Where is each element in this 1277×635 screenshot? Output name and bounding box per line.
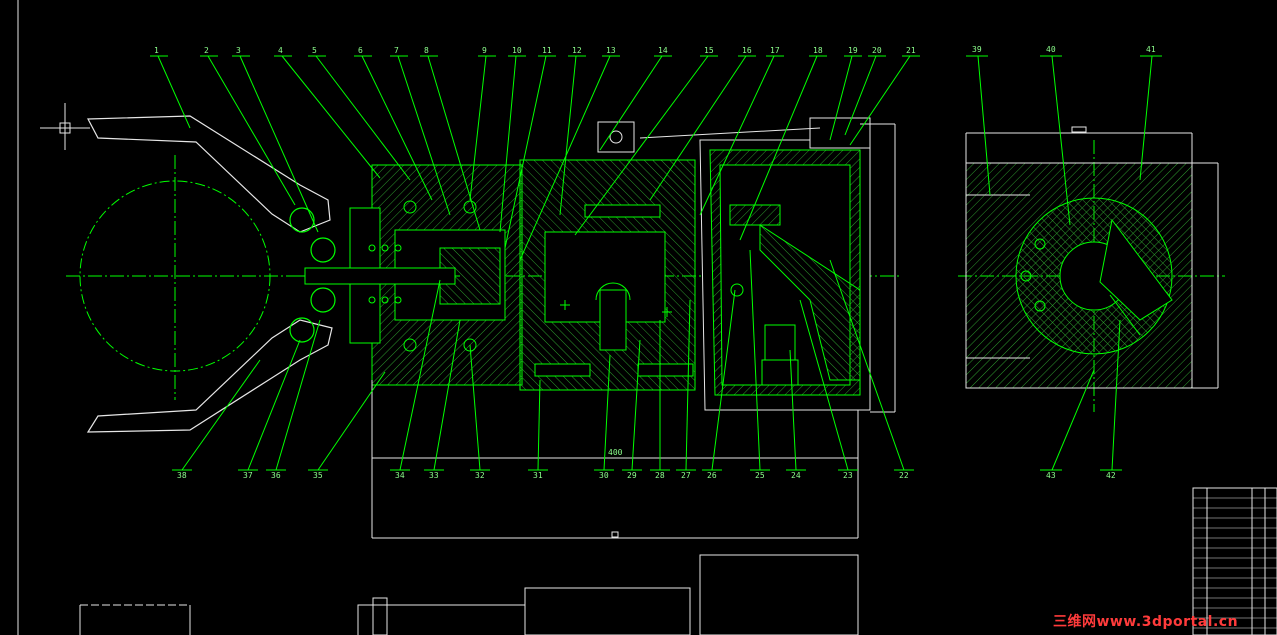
balloon-label-22: 22 [899,471,909,480]
balloon-label-24: 24 [791,471,801,480]
balloon-label-12: 12 [572,46,582,55]
balloon-label-41: 41 [1146,45,1156,54]
balloon-leader [427,55,481,231]
balloon-label-1: 1 [154,46,159,55]
balloon-label-11: 11 [542,46,552,55]
balloon-leader [559,55,577,216]
balloon-label-10: 10 [512,46,522,55]
base-plate [639,117,896,413]
balloon-label-36: 36 [271,471,281,480]
balloon-label-13: 13 [606,46,616,55]
balloon-label-29: 29 [627,471,637,480]
balloon-leader [649,55,747,201]
balloon-label-32: 32 [475,471,485,480]
watermark: 三维网www.3dportal.cn [1053,611,1238,631]
balloon-label-38: 38 [177,471,187,480]
balloon-leader [574,55,709,236]
balloon-leader [207,55,296,206]
balloon-label-7: 7 [394,46,399,55]
balloon-label-19: 19 [848,46,858,55]
balloon-leader [397,55,451,216]
balloon-leader [157,55,191,129]
dimension-lines [79,380,859,635]
balloon-label-5: 5 [312,46,317,55]
balloon-label-3: 3 [236,46,241,55]
balloon-label-27: 27 [681,471,691,480]
balloon-label-20: 20 [872,46,882,55]
balloon-leader [519,55,611,261]
balloon-label-42: 42 [1106,471,1116,480]
balloon-label-2: 2 [204,46,209,55]
balloon-label-25: 25 [755,471,765,480]
watermark-url: www.3dportal.cn [1096,614,1239,630]
balloon-leader [599,55,663,151]
workpiece-circle [79,180,271,372]
balloon-leader [699,55,775,216]
balloon-label-18: 18 [813,46,823,55]
balloon-label-43: 43 [1046,471,1056,480]
parts-list-table [1192,487,1277,635]
balloon-label-30: 30 [599,471,609,480]
balloon-leader [469,55,487,201]
balloon-leader [239,55,319,233]
gripper-fingers [86,115,336,433]
balloon-label-23: 23 [843,471,853,480]
balloon-leader [849,55,911,146]
balloon-leader [504,55,547,249]
balloon-label-34: 34 [395,471,405,480]
balloon-label-16: 16 [742,46,752,55]
balloon-label-28: 28 [655,471,665,480]
balloon-leader [829,55,853,141]
balloon-label-39: 39 [972,45,982,54]
balloon-leader [844,55,877,136]
balloon-leader [361,55,433,201]
parts-list-rows [1193,497,1277,629]
balloon-label-33: 33 [429,471,439,480]
gear-housing [519,121,696,391]
balloon-label-6: 6 [358,46,363,55]
balloon-leader [281,55,381,179]
balloon-leader [315,55,411,181]
balloon-label-15: 15 [704,46,714,55]
balloon-label-17: 17 [770,46,780,55]
balloon-leader [499,55,517,233]
balloon-leader [739,55,818,241]
balloon-label-26: 26 [707,471,717,480]
balloon-label-14: 14 [658,46,668,55]
balloon-label-31: 31 [533,471,543,480]
side-view [965,126,1219,389]
balloon-label-21: 21 [906,46,916,55]
balloon-label-9: 9 [482,46,487,55]
dimension-400: 400 [608,448,623,457]
crosshair-cursor [40,103,90,150]
balloon-label-40: 40 [1046,45,1056,54]
balloon-label-8: 8 [424,46,429,55]
balloon-label-4: 4 [278,46,283,55]
cylinder-assembly [300,164,523,386]
watermark-chinese: 三维网 [1053,614,1097,630]
balloon-label-35: 35 [313,471,323,480]
balloon-label-37: 37 [243,471,253,480]
